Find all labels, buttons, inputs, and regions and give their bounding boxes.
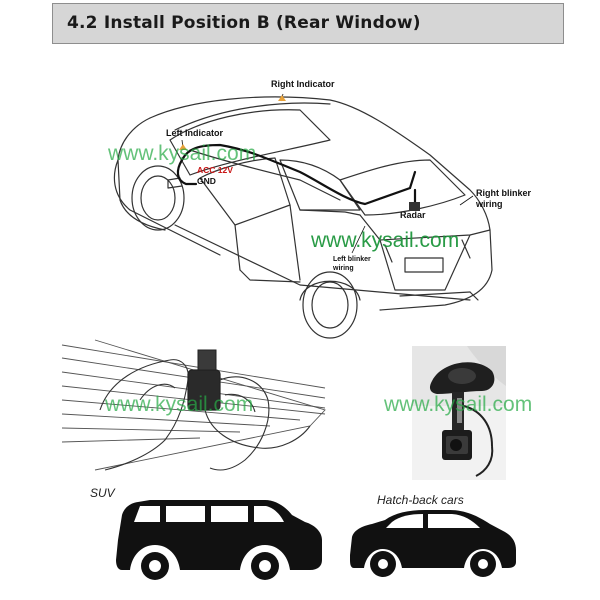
watermark-2: www.kysail.com	[311, 229, 460, 252]
side-window-rear	[279, 159, 361, 211]
window-install-illustration	[61, 339, 326, 471]
right-blinker-wiring-line1: Right blinker	[476, 188, 532, 198]
left-blinker-wiring-label: Left blinker wiring	[333, 256, 371, 274]
car-hood	[117, 117, 166, 231]
camera-photo	[412, 346, 506, 480]
wiring-left	[176, 158, 198, 186]
section-header: 4.2 Install Position B (Rear Window)	[52, 3, 564, 44]
rear-window	[339, 159, 466, 216]
acc-label: ACC 12V	[197, 165, 233, 175]
watermark-4: www.kysail.com	[384, 393, 533, 416]
radar-icon	[409, 202, 420, 211]
side-window-front	[199, 157, 291, 226]
right-blinker-wiring-label: Right blinker wiring	[476, 188, 531, 210]
watermark-3: www.kysail.com	[105, 393, 254, 416]
right-indicator-label: Right Indicator	[271, 79, 335, 89]
right-blinker-wiring-line2: wiring	[476, 198, 503, 209]
rear-wheel	[302, 271, 358, 339]
front-wheel	[131, 165, 185, 231]
section-title: 4.2 Install Position B (Rear Window)	[67, 13, 421, 33]
suv-caption: SUV	[90, 486, 115, 500]
radar-label: Radar	[400, 210, 426, 220]
right-indicator-icon	[278, 95, 286, 101]
wiring-roof	[180, 143, 417, 206]
gnd-label: GND	[197, 176, 216, 186]
hatchback-caption: Hatch-back cars	[377, 493, 464, 507]
left-blinker-wiring-line2: wiring	[333, 264, 354, 272]
license-plate	[404, 257, 444, 273]
car-roof	[149, 96, 491, 231]
windshield	[169, 109, 331, 176]
left-indicator-label: Left Indicator	[166, 128, 224, 138]
left-blinker-wiring-line1: Left blinker	[333, 256, 371, 263]
watermark-1: www.kysail.com	[108, 142, 257, 165]
left-indicator-icon	[179, 144, 187, 150]
suction-mount-camera-icon	[412, 346, 506, 480]
rear-panel	[359, 214, 493, 311]
